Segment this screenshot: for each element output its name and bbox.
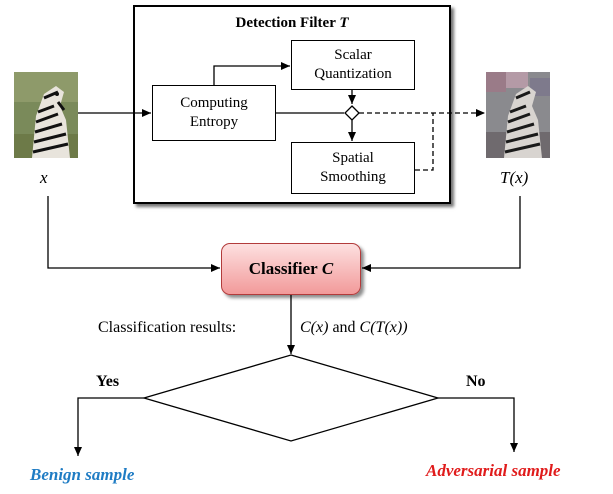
yes-label: Yes	[96, 373, 120, 390]
filter-title: Detection Filter T	[235, 15, 349, 31]
classifier-symbol: C	[321, 259, 334, 278]
output-label: T(x)	[500, 168, 529, 187]
classification-results-exprs: C(x) and C(T(x))	[300, 320, 408, 336]
spatial-smoothing-box: Spatial Smoothing	[291, 142, 415, 194]
adversarial-sample-label: Adversarial sample	[426, 461, 561, 480]
classifier-label: Classifier	[248, 259, 318, 278]
input-label: x	[40, 168, 48, 187]
arrow-no-branch	[438, 397, 518, 452]
computing-entropy-box: Computing Entropy	[152, 85, 276, 141]
arrow-yes-branch	[74, 397, 144, 456]
arrow-output-to-classifier	[362, 196, 521, 272]
input-zebra-image	[14, 72, 78, 158]
no-label: No	[466, 373, 486, 390]
classifier-box: Classifier C	[221, 243, 361, 295]
quantization-line1: Scalar	[334, 47, 372, 64]
classification-results-prefix: Classification results:	[98, 319, 237, 336]
result-expr-b: C(T(x))	[359, 319, 408, 336]
arrow-input-to-classifier	[47, 196, 220, 272]
scalar-quantization-box: Scalar Quantization	[291, 40, 415, 90]
result-expr-a: C(x)	[300, 319, 329, 336]
result-conj: and	[332, 319, 356, 336]
smoothing-line1: Spatial	[332, 150, 374, 167]
quantization-line2: Quantization	[314, 66, 392, 82]
zebra-image-icon	[14, 72, 78, 158]
smoothing-line2: Smoothing	[320, 169, 386, 185]
entropy-line1: Computing	[180, 95, 248, 112]
output-zebra-image	[486, 72, 550, 158]
entropy-line2: Entropy	[189, 114, 239, 130]
benign-sample-label: Benign sample	[30, 465, 135, 484]
decision-condition: C(x) == C(T(x))	[232, 391, 339, 408]
zebra-image-filtered-icon	[486, 72, 550, 158]
